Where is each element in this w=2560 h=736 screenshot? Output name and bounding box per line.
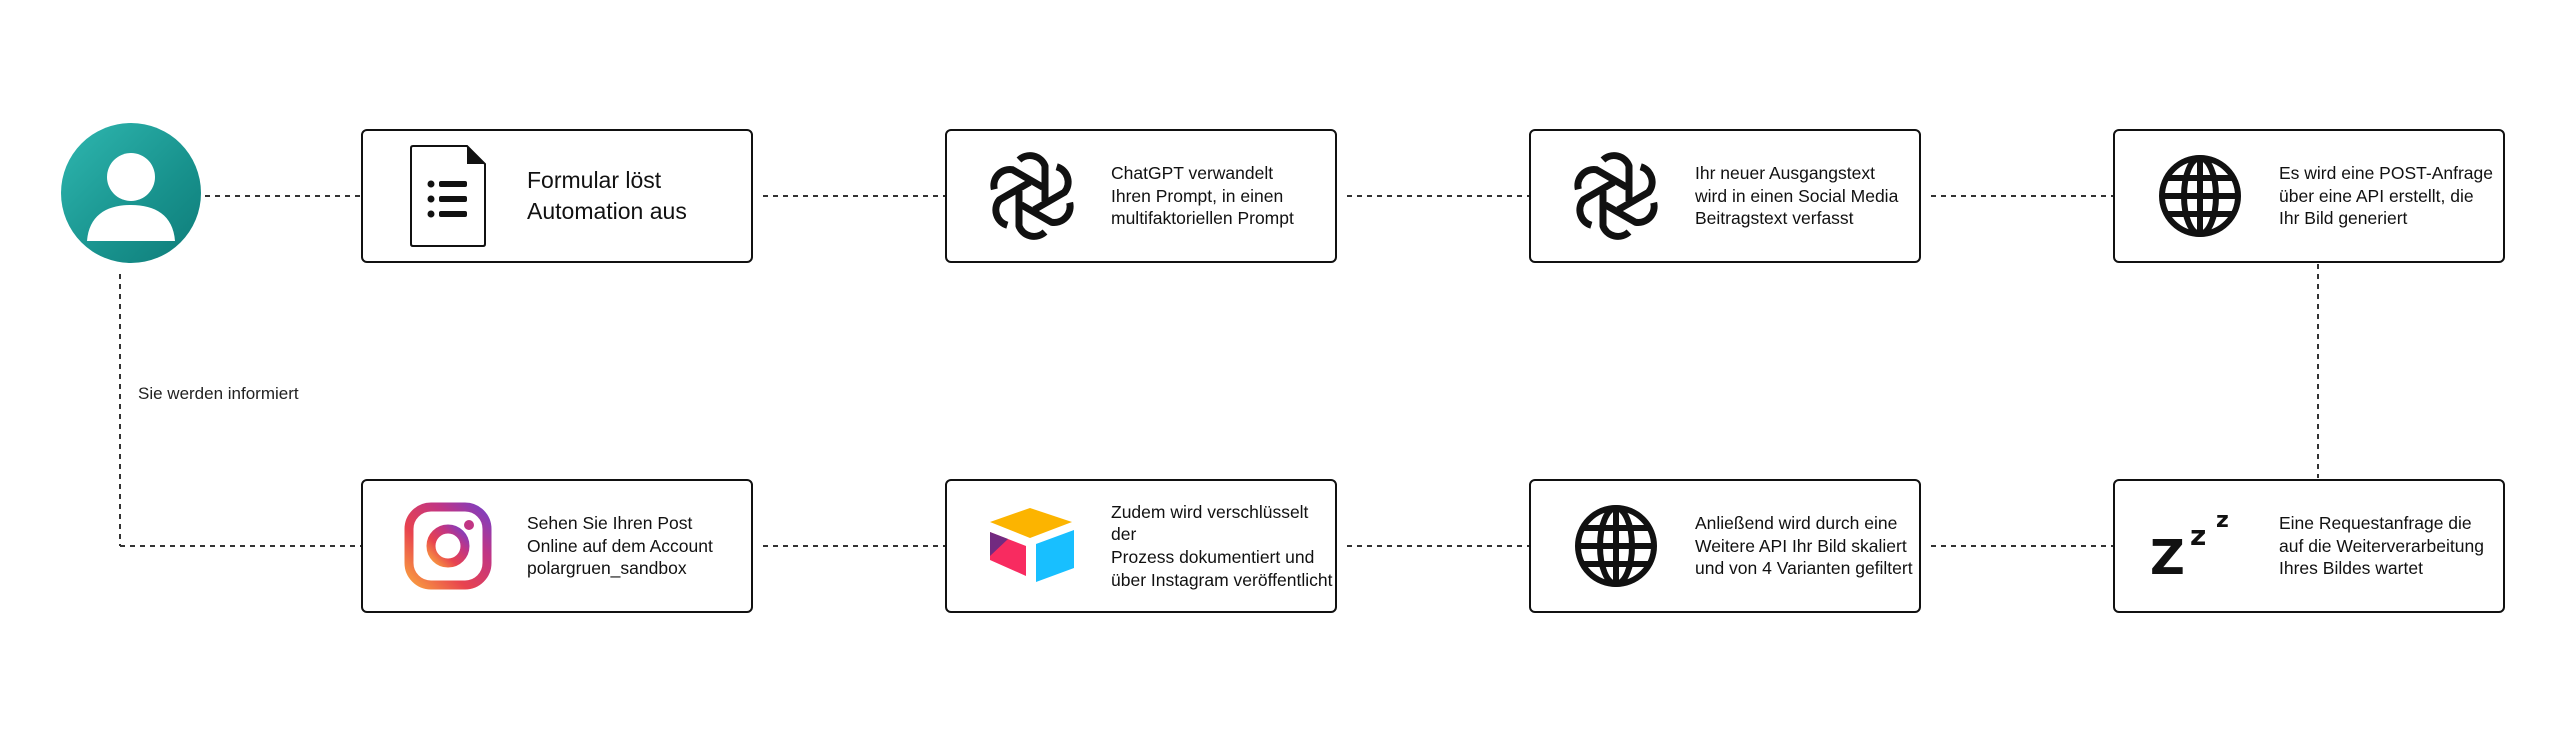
sleep-glyph-large: Z: [2150, 530, 2185, 586]
globe-icon: [1561, 491, 1671, 601]
step-text: Anließend wird durch eine Weitere API Ih…: [1695, 512, 1913, 579]
step-text: Es wird eine POST-Anfrage über eine API …: [2279, 162, 2493, 229]
sleep-icon: Z z z: [2145, 491, 2255, 601]
step-text: Formular löst Automation aus: [527, 166, 687, 224]
openai-icon: [977, 141, 1087, 251]
informed-label: Sie werden informiert: [138, 384, 299, 403]
step-text: Ihr neuer Ausgangstext wird in einen Soc…: [1695, 162, 1899, 229]
form-document-icon: [393, 141, 503, 251]
step-text: Sehen Sie Ihren Post Online auf dem Acco…: [527, 512, 713, 579]
airtable-icon: [977, 491, 1087, 601]
user-avatar: [61, 123, 201, 263]
step-see-post: Sehen Sie Ihren Post Online auf dem Acco…: [361, 479, 753, 613]
step-text: Zudem wird verschlüsselt der Prozess dok…: [1111, 501, 1333, 590]
user-icon: [87, 153, 175, 241]
step-airtable-doc: Zudem wird verschlüsselt der Prozess dok…: [945, 479, 1337, 613]
step-social-text: Ihr neuer Ausgangstext wird in einen Soc…: [1529, 129, 1921, 263]
instagram-icon: [393, 491, 503, 601]
openai-icon: [1561, 141, 1671, 251]
sleep-glyph-medium: z: [2190, 519, 2207, 552]
step-waiting-request: Z z z Eine Requestanfrage die auf die We…: [2113, 479, 2505, 613]
globe-icon: [2145, 141, 2255, 251]
step-text: ChatGPT verwandelt Ihren Prompt, in eine…: [1111, 162, 1294, 229]
step-chatgpt-prompt: ChatGPT verwandelt Ihren Prompt, in eine…: [945, 129, 1337, 263]
step-form-trigger: Formular löst Automation aus: [361, 129, 753, 263]
step-scale-filter: Anließend wird durch eine Weitere API Ih…: [1529, 479, 1921, 613]
sleep-glyph-small: z: [2216, 508, 2229, 533]
step-post-request: Es wird eine POST-Anfrage über eine API …: [2113, 129, 2505, 263]
step-text: Eine Requestanfrage die auf die Weiterve…: [2279, 512, 2484, 579]
